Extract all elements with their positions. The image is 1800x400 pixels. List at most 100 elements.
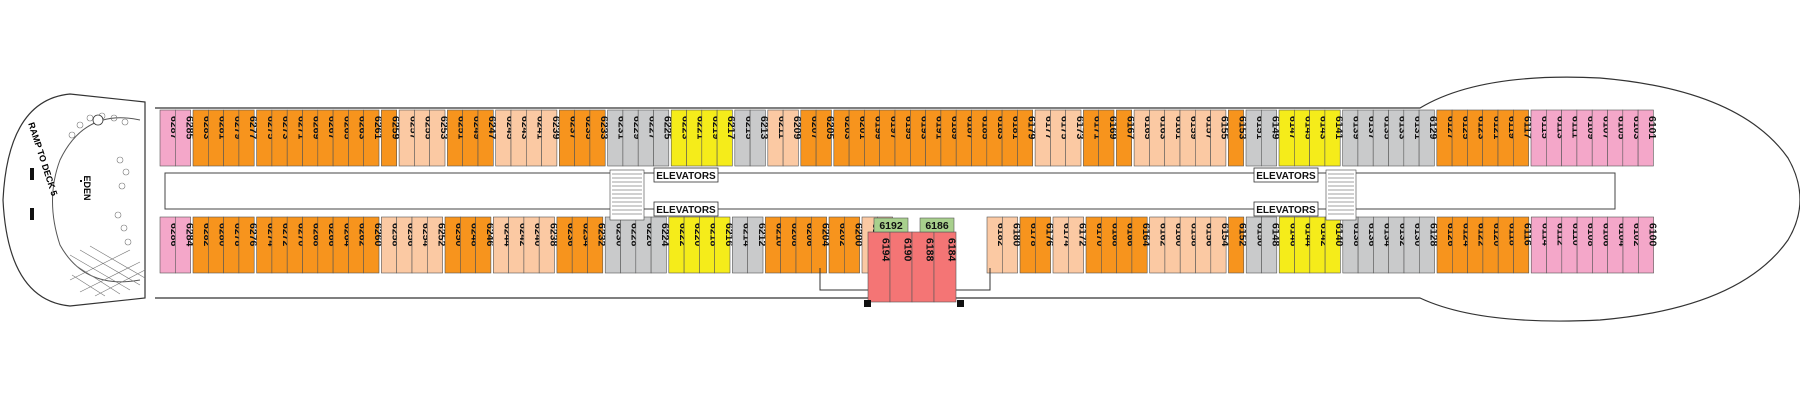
cabin-number-label: 6225 [662,116,674,140]
cabin-6252[interactable] [426,216,443,274]
svg-text:ELEVATORS: ELEVATORS [656,205,716,216]
cabin-number-label: 6148 [1270,223,1282,247]
cabin-number-label: 6212 [756,223,768,247]
cabin-number-label: 6252 [436,223,448,247]
cabin-6277[interactable] [238,109,255,167]
cabin-number-label: 6173 [1074,116,1086,140]
cabin-6155[interactable] [1210,109,1227,167]
cabin-6153[interactable] [1228,109,1244,167]
cabin-6129[interactable] [1418,109,1435,167]
cabin-number-label: 6246 [484,223,496,247]
cabin-6172[interactable] [1068,216,1084,274]
cabin-6217[interactable] [716,109,733,167]
cabin-number-label: 6141 [1333,116,1345,140]
cabin-6246[interactable] [475,216,492,274]
cabin-number-label: 6152 [1237,223,1249,247]
cabin-6152[interactable] [1228,216,1245,274]
cabin-6148[interactable] [1261,216,1278,274]
cabin-number-label: 6179 [1026,116,1038,140]
cabin-6200[interactable] [843,216,860,274]
cabin-number-label: 6213 [758,116,770,140]
cabin-6209[interactable] [782,109,799,167]
cabin-6149[interactable] [1261,109,1277,167]
aft-bar-2 [30,208,34,220]
cabin-number-label: 6100 [1646,223,1658,247]
cabin-6260[interactable] [363,216,380,274]
cabin-6173[interactable] [1065,109,1082,167]
cabin-number-label: 6200 [852,223,864,247]
cabin-number-label: 6238 [547,223,559,247]
cabin-number-label: 6259 [390,116,402,140]
cabin-6100[interactable] [1638,216,1654,274]
cabin-6128[interactable] [1419,216,1435,274]
cabin-6238[interactable] [538,216,555,274]
cabin-6141[interactable] [1324,109,1341,167]
cabin-6101[interactable] [1637,109,1654,167]
cabin-6116[interactable] [1513,216,1530,274]
cabin-number-label: 6117 [1521,116,1533,139]
elevator-label-2: ELEVATORS [653,201,719,217]
cabin-6179[interactable] [1017,109,1034,167]
cabin-6259[interactable] [381,109,397,167]
svg-text:ELEVATORS: ELEVATORS [1256,205,1316,216]
cabin-number-label: 6285 [184,116,196,140]
aft-bar-1 [30,168,34,180]
cabin-6167[interactable] [1116,109,1133,167]
elevator-label-3: ELEVATORS [1253,167,1319,183]
cabin-6213[interactable] [749,109,766,167]
cabin-number-label: 6205 [824,116,836,140]
cabin-number-label: 6217 [725,116,737,140]
cabin-6216[interactable] [714,216,731,274]
cabin-6261[interactable] [363,109,380,167]
cabin-number-label: 6277 [247,116,259,140]
cabin-6169[interactable] [1098,109,1115,167]
cabin-number-label: 6180 [1010,223,1022,247]
cabin-6247[interactable] [477,109,494,167]
cabin-6285[interactable] [175,109,191,167]
cabin-6164[interactable] [1131,216,1148,274]
aft-deck-texture [68,112,146,297]
cabin-6253[interactable] [429,109,446,167]
cabin-6204[interactable] [810,216,827,274]
suite-6192[interactable] [873,217,909,233]
cabin-6180[interactable] [1001,216,1018,274]
aft-deck-outline [2,93,146,307]
cabin-6176[interactable] [1035,216,1051,274]
cabin-6154[interactable] [1210,216,1227,274]
cabin-6117[interactable] [1513,109,1529,167]
suite-number-label: 6186 [925,220,949,232]
cabin-6232[interactable] [587,216,604,274]
cabin-6205[interactable] [815,109,832,167]
cabin-number-label: 6164 [1140,223,1152,247]
cabin-6239[interactable] [541,109,558,167]
cabin-number-label: 6253 [438,116,450,140]
cabin-6276[interactable] [238,216,255,274]
cabin-6225[interactable] [653,109,670,167]
suite-6186[interactable] [919,217,955,233]
suite-number-label: 6184 [946,238,958,262]
anchor-post-left [864,300,871,307]
suite-number-label: 6192 [879,220,903,232]
cabin-6212[interactable] [747,216,764,274]
aft-inner-curve [52,117,141,283]
cabin-number-label: 6276 [247,223,259,247]
cabin-6233[interactable] [589,109,606,167]
elevator-label-4: ELEVATORS [1253,201,1319,217]
cabin-6284[interactable] [175,216,191,274]
cabin-number-label: 6247 [486,116,498,140]
cabin-6224[interactable] [650,216,667,274]
cabin-number-label: 6204 [819,223,831,247]
anchor-post-right [957,300,964,307]
cabin-number-label: 6239 [550,116,562,140]
svg-text:ELEVATORS: ELEVATORS [656,171,716,182]
cabin-number-label: 6209 [791,116,803,140]
cabin-number-label: 6101 [1646,116,1658,140]
aft-bar-3 [80,180,82,182]
central-corridor [164,172,1616,210]
cabin-number-label: 6224 [659,223,671,247]
cabin-number-label: 6140 [1333,223,1345,247]
stairwell-forward [1325,169,1357,221]
